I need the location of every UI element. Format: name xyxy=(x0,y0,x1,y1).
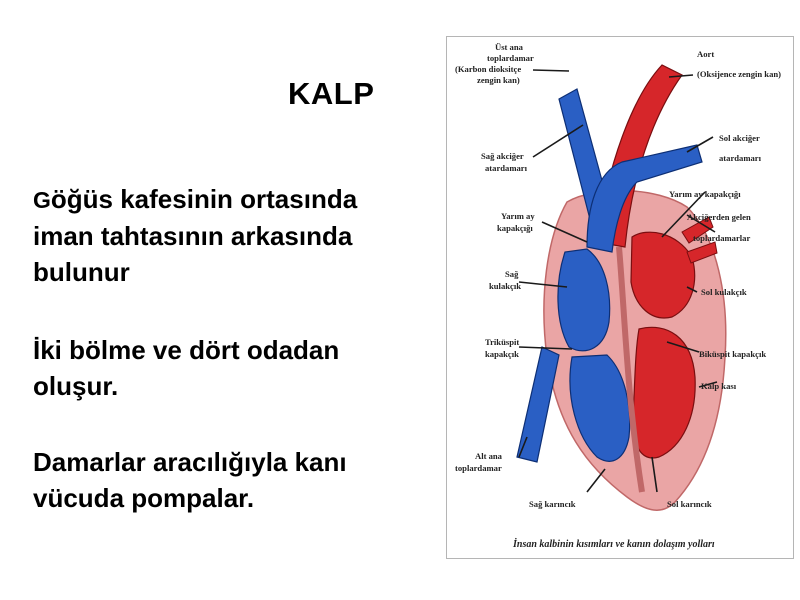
diagram-caption: İnsan kalbinin kısımları ve kanın dolaşı… xyxy=(512,538,715,550)
label-akcigerden-1: Akciğerden gelen xyxy=(687,212,751,222)
label-sag-kulakcik-1: Sağ xyxy=(505,269,519,279)
heart-diagram-panel: Üst ana toplardamar (Karbon dioksitçe ze… xyxy=(446,36,794,559)
label-ust-ana-4: zengin kan) xyxy=(477,75,520,85)
label-yarim-ay-right: Yarım ay kapakçığı xyxy=(669,189,741,199)
septum xyxy=(616,246,645,493)
label-ust-ana-3: (Karbon dioksitçe xyxy=(455,64,521,74)
label-aort-2: (Oksijence zengin kan) xyxy=(697,69,781,79)
label-yarim-ay-left-2: kapakçığı xyxy=(497,223,533,233)
label-yarim-ay-left-1: Yarım ay xyxy=(501,211,535,221)
label-ust-ana-2: toplardamar xyxy=(487,53,534,63)
label-sag-akciger-2: atardamarı xyxy=(485,163,528,173)
right-ventricle xyxy=(569,354,631,462)
left-ventricle xyxy=(632,326,696,459)
label-sol-kulakcik: Sol kulakçık xyxy=(701,287,747,297)
label-alt-ana-2: toplardamar xyxy=(455,463,502,473)
label-trikuspit-1: Triküspit xyxy=(485,337,519,347)
paragraph-location-line2: iman tahtasının arkasında xyxy=(33,221,353,251)
label-sag-kulakcik-2: kulakçık xyxy=(489,281,521,291)
paragraph-structure: İki bölme ve dört odadan oluşur. xyxy=(33,332,339,404)
right-atrium xyxy=(557,248,611,352)
leader-lines xyxy=(518,69,718,493)
label-alt-ana-1: Alt ana xyxy=(475,451,503,461)
label-akcigerden-2: toplardamarlar xyxy=(693,233,750,243)
paragraph-function: Damarlar aracılığıyla kanı vücuda pompal… xyxy=(33,444,347,516)
line1-rest: öğüs kafesinin ortasında xyxy=(50,184,358,214)
paragraph-location: Göğüs kafesinin ortasında iman tahtasını… xyxy=(33,181,357,290)
paragraph-function-line2: vücuda pompalar. xyxy=(33,483,255,513)
label-ust-ana-1: Üst ana xyxy=(495,42,524,52)
heart-diagram: Üst ana toplardamar (Karbon dioksitçe ze… xyxy=(455,42,781,550)
label-sag-karincik: Sağ karıncık xyxy=(529,499,576,509)
pulmonary-artery xyxy=(586,144,703,253)
label-sol-akciger-2: atardamarı xyxy=(719,153,762,163)
label-bikuspit: Biküspit kapakçık xyxy=(699,349,766,359)
paragraph-location-line3: bulunur xyxy=(33,257,130,287)
label-trikuspit-2: kapakçık xyxy=(485,349,519,359)
inferior-vena-cava xyxy=(516,346,560,463)
first-letter: G xyxy=(33,187,51,213)
label-aort-1: Aort xyxy=(697,49,714,59)
label-sol-akciger-1: Sol akciğer xyxy=(719,133,760,143)
paragraph-function-line1: Damarlar aracılığıyla kanı xyxy=(33,447,347,477)
label-kalp-kasi: Kalp kası xyxy=(701,381,737,391)
label-sol-karincik: Sol karıncık xyxy=(667,499,712,509)
slide-title: KALP xyxy=(288,76,375,111)
paragraph-location-line1: Göğüs kafesinin ortasında xyxy=(33,181,357,218)
label-sag-akciger-1: Sağ akciğer xyxy=(481,151,524,161)
paragraph-structure-line1: İki bölme ve dört odadan xyxy=(33,335,340,365)
paragraph-structure-line2: oluşur. xyxy=(33,371,119,401)
left-atrium xyxy=(630,231,696,319)
